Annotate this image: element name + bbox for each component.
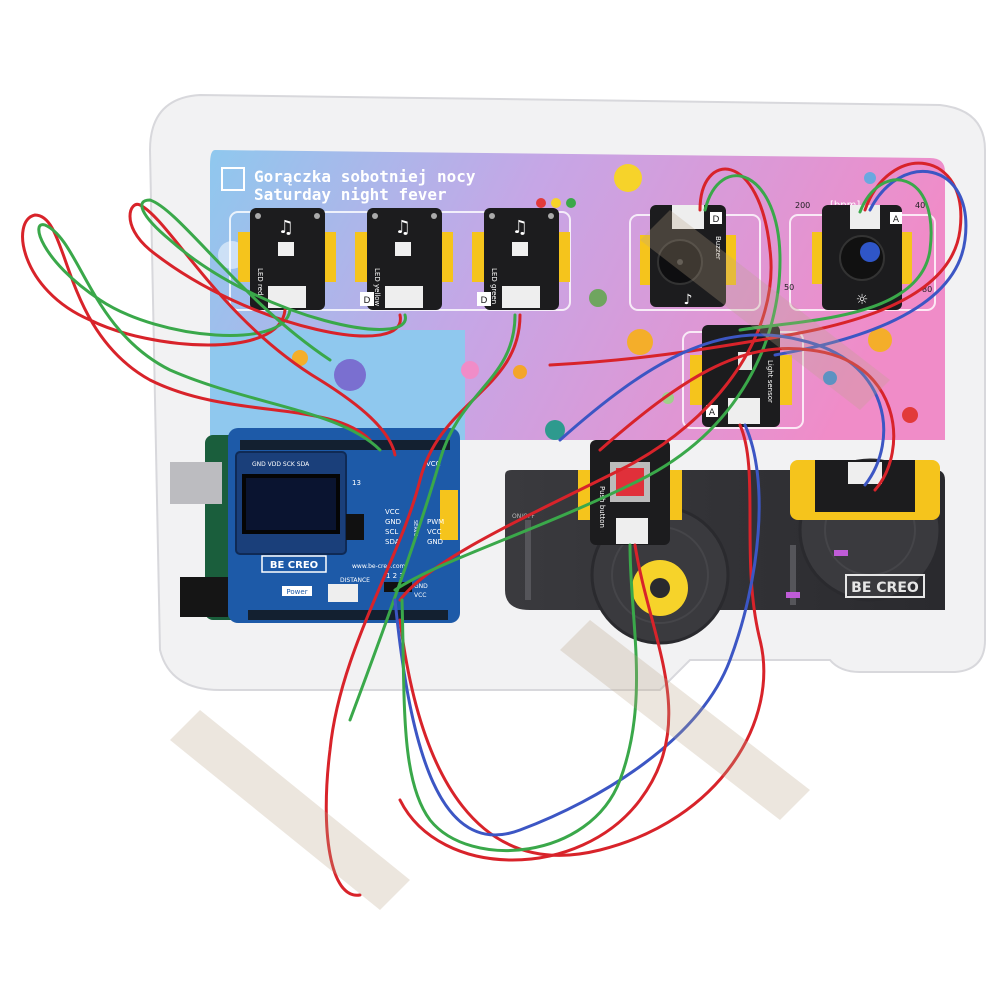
led-module-yellow[interactable]: ♫ D LED yellow bbox=[355, 208, 453, 310]
shield-url: www.be-creo.com bbox=[352, 563, 406, 570]
speaker-icon: ♪ bbox=[684, 292, 693, 308]
jumper-wires bbox=[21, 161, 968, 897]
pwm-pin-labels: PWM VCC GND bbox=[427, 518, 444, 546]
header-gnd: GND bbox=[414, 583, 428, 590]
buzzer-label: Buzzer bbox=[714, 236, 722, 260]
slider-mount[interactable] bbox=[790, 460, 940, 520]
buzzer-module[interactable]: ♪ D Buzzer bbox=[640, 205, 736, 308]
pin-gnd: GND bbox=[385, 518, 401, 526]
servo-label: SERVO bbox=[412, 520, 418, 537]
traffic-dots bbox=[536, 198, 576, 208]
tempo-scale-200: 200 bbox=[795, 201, 810, 210]
push-button-module[interactable]: Push button bbox=[578, 440, 682, 545]
buzzer-port: D bbox=[713, 215, 720, 225]
oled-pins: GND VDD SCK SDA bbox=[252, 461, 310, 468]
tempo-scale-80: 80 bbox=[922, 285, 932, 294]
pin-13: 13 bbox=[352, 479, 361, 487]
pin-pwm: PWM bbox=[427, 518, 444, 526]
power-label: Power bbox=[286, 588, 307, 596]
pin-scl: SCL bbox=[385, 528, 398, 536]
vcc-top: VCC bbox=[426, 460, 441, 468]
pin-vcc: VCC bbox=[385, 508, 400, 516]
tempo-scale-40: 40 bbox=[915, 201, 925, 210]
shield-brand: BE CREO bbox=[270, 560, 318, 571]
led-bulb-icon: ♫ bbox=[278, 217, 294, 238]
header-nums: 1 2 3 bbox=[386, 572, 404, 580]
led-bulb-icon: ♫ bbox=[395, 217, 411, 238]
expansion-shield: GND VDD SCK SDA BE CREO Power 13 VCC VCC… bbox=[228, 428, 460, 623]
i2c-pin-labels: VCC GND SCL SDA bbox=[385, 508, 401, 546]
pin-pwm-gnd: GND bbox=[427, 538, 443, 546]
board-title-en: Saturday night fever bbox=[254, 185, 447, 204]
light-sensor-label: Light sensor bbox=[766, 360, 774, 403]
board-title-pl: Gorączka sobotniej nocy bbox=[254, 167, 476, 186]
sun-icon: ☼ bbox=[856, 292, 869, 308]
potentiometer-port: A bbox=[893, 215, 900, 225]
dj-brand: BE CREO bbox=[851, 580, 919, 596]
push-button-label: Push button bbox=[598, 486, 606, 528]
led-bulb-icon: ♫ bbox=[512, 217, 528, 238]
watermark bbox=[170, 210, 890, 910]
led-yellow-label: LED yellow bbox=[373, 268, 381, 307]
pin-sda: SDA bbox=[385, 538, 400, 546]
pin-pwm-vcc: VCC bbox=[427, 528, 442, 536]
led-module-green[interactable]: ♫ D LED green bbox=[472, 208, 570, 310]
distance-label: DISTANCE bbox=[340, 577, 370, 584]
oled-display: GND VDD SCK SDA bbox=[235, 451, 347, 555]
led-green-port: D bbox=[481, 296, 488, 306]
board-logo-icon bbox=[221, 167, 245, 191]
tempo-scale-50: 50 bbox=[784, 283, 794, 292]
light-sensor-port: A bbox=[709, 408, 716, 418]
led-yellow-port: D bbox=[364, 296, 371, 306]
led-module-red[interactable]: ♫ LED red bbox=[238, 208, 336, 310]
led-green-label: LED green bbox=[490, 268, 498, 304]
header-vcc: VCC bbox=[414, 592, 426, 599]
led-red-label: LED red bbox=[256, 268, 264, 295]
